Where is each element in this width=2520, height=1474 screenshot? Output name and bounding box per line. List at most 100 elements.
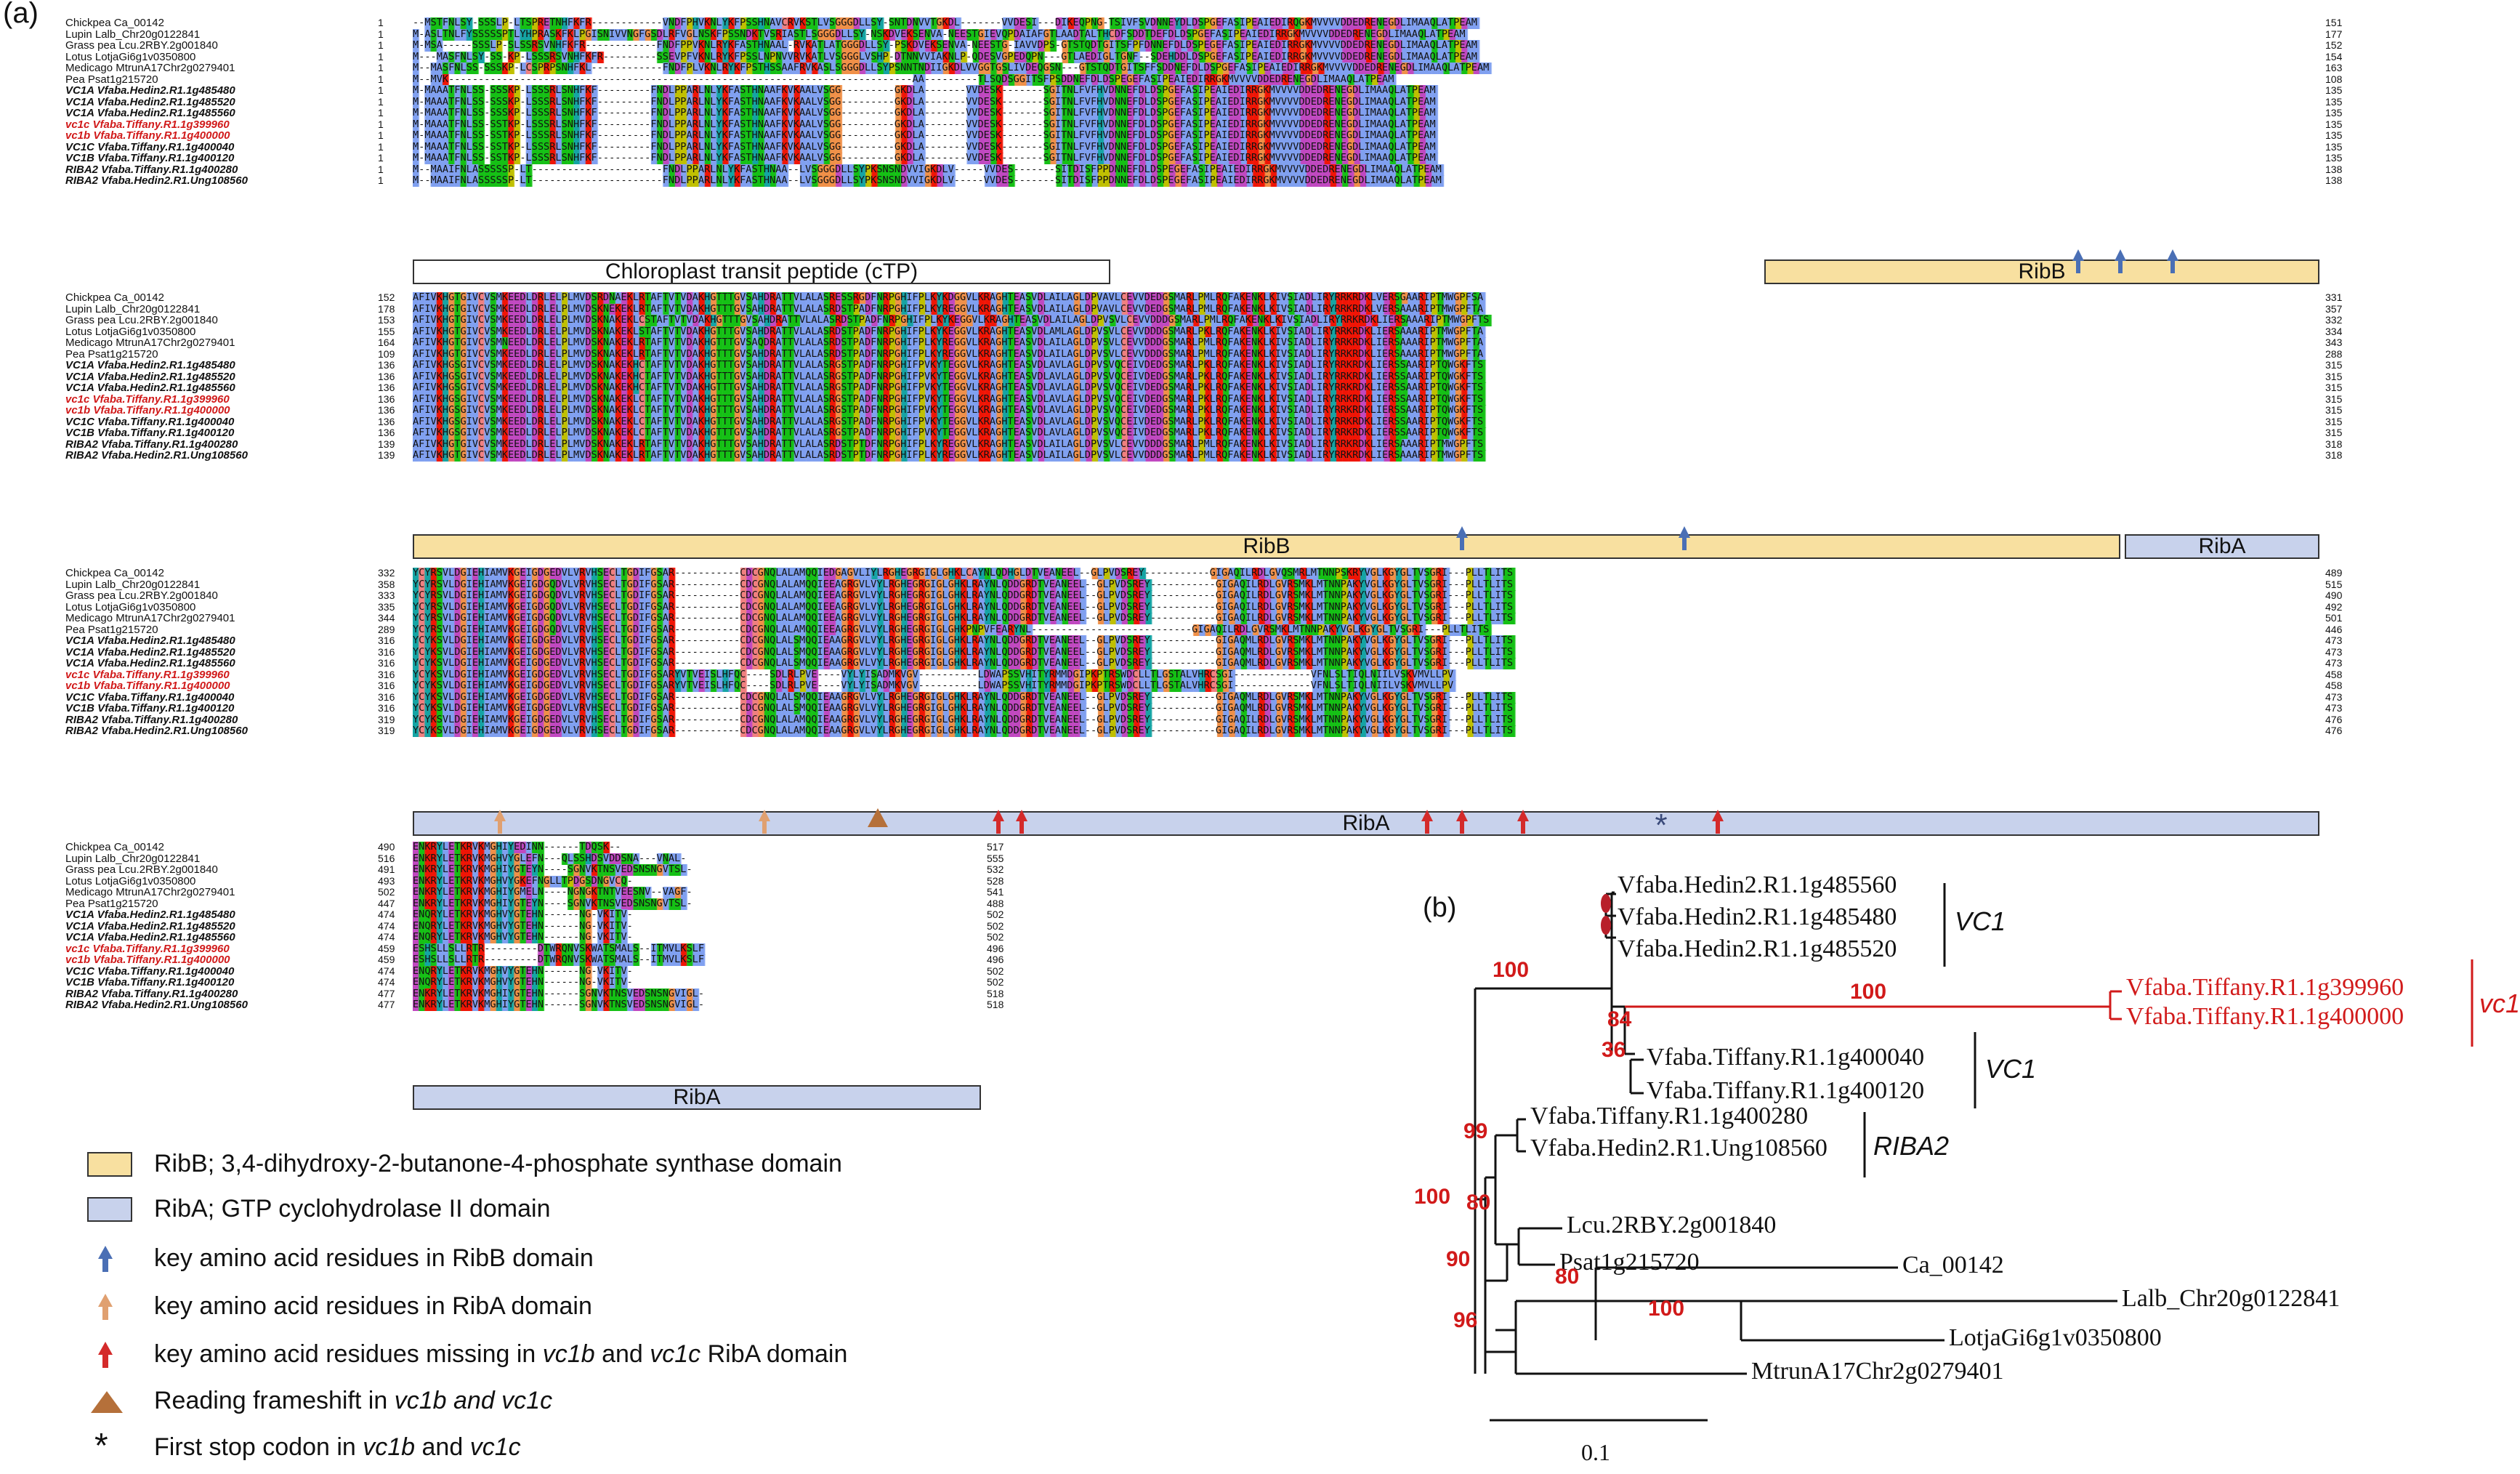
- sequence-text: YCYRSVLDGIEHIAMVKGEIGDGEDVLVRVHSECLTGDIF…: [413, 567, 1514, 579]
- end-position: 515: [2325, 578, 2343, 590]
- residue-colors: [413, 393, 2319, 406]
- sequence-name: VC1B Vfaba.Tiffany.R1.1g400120: [65, 702, 235, 714]
- sequence-name: RIBA2 Vfaba.Hedin2.R1.Ung108560: [65, 725, 248, 737]
- start-position: 490: [378, 841, 395, 853]
- end-position: 135: [2325, 152, 2343, 164]
- sequence-name: VC1A Vfaba.Hedin2.R1.1g485520: [65, 95, 235, 108]
- alignment-row: AFIVKHGTGIVCVSMKEEDLDRLELPLMVDSKNAKEKLRT…: [413, 348, 2319, 361]
- sequence-text: AFIVKHGSGIVCVSMKEEDLDRLELPLMVDSKNAKEKHCT…: [413, 370, 1484, 382]
- end-position: 343: [2325, 337, 2343, 348]
- alignment-row: ENKRYLETKRVKMGHIYEDINN------TDQSK--: [413, 841, 981, 853]
- end-position: 152: [2325, 39, 2343, 51]
- legend-riba-text: RibA; GTP cyclohydrolase II domain: [154, 1195, 551, 1223]
- residue-colors: [413, 613, 2319, 624]
- residue-colors: [413, 28, 2319, 41]
- end-position: 489: [2325, 567, 2343, 579]
- sequence-text: AFIVKHGSGIVCVSMKEEDLDRLELPLMVDSKNAKEKHCT…: [413, 359, 1484, 371]
- start-position: 474: [378, 909, 395, 920]
- sequence-name: vc1b Vfaba.Tiffany.R1.1g400000: [65, 129, 230, 142]
- residue-colors: [413, 73, 2319, 86]
- sequence-name: vc1b Vfaba.Tiffany.R1.1g400000: [65, 954, 230, 966]
- sequence-text: YCYRSVLDGIEHIAMVKGEIGDGQDVLVRVHSECLTGDIF…: [413, 578, 1514, 590]
- ribb-domain-bar-2: RibB: [413, 534, 2120, 559]
- end-position: 502: [987, 964, 1004, 977]
- red-arrow: [1421, 810, 1433, 834]
- residue-colors: [413, 669, 2319, 681]
- residue-colors: [413, 175, 2319, 187]
- sequence-name: Lotus LotjaGi6g1v0350800: [65, 600, 196, 613]
- alignment-row: M-MAAATFNLSS-SSSKP-LSSSRLSNHFKF---------…: [413, 96, 2319, 108]
- bootstrap-value: 100: [1414, 1185, 1451, 1209]
- sequence-name: VC1B Vfaba.Tiffany.R1.1g400120: [65, 152, 235, 164]
- tip-label: Vfaba.Hedin2.R1.1g485560: [1618, 871, 1897, 898]
- sequence-text: ENKRYLETKRVKMGHIYGTEHN------SGNVKTNSVEDS…: [413, 999, 705, 1010]
- start-position: 153: [378, 314, 395, 326]
- sequence-name: Lotus LotjaGi6g1v0350800: [65, 50, 196, 63]
- residue-colors: [413, 303, 2319, 315]
- sequence-text: M-MAAATFNLSS-SSTKP-LSSSRLSNHFKF---------…: [413, 129, 1436, 141]
- sequence-name: vc1b Vfaba.Tiffany.R1.1g400000: [65, 404, 230, 416]
- residue-colors: [413, 315, 2319, 326]
- node-marker: [1601, 894, 1611, 913]
- alignment-row: M--MAAIFNLASSSSSP-LT--------------------…: [413, 174, 2319, 187]
- end-position: 108: [2325, 73, 2343, 85]
- residue-colors: [413, 164, 2319, 176]
- alignment-row: YCYKSVLDGIEHIAMVKGEIGDGEDVLVRVHSECLTGDIF…: [413, 635, 2319, 647]
- end-position: 332: [2325, 314, 2343, 326]
- sequence-name: VC1A Vfaba.Hedin2.R1.1g485520: [65, 370, 235, 383]
- residue-colors: [413, 988, 981, 1000]
- sequence-text: M-MAAATFNLSS-SSTKP-LSSSRLSNHFKF---------…: [413, 152, 1436, 164]
- sequence-text: ENKRYLETKRVKMGHVYGKEFNGLLTPDGSDNGVCQ-: [413, 874, 633, 887]
- tip-label: MtrunA17Chr2g0279401: [1751, 1358, 2004, 1385]
- end-position: 315: [2325, 404, 2343, 416]
- end-position: 496: [987, 942, 1004, 954]
- start-position: 493: [378, 874, 395, 887]
- alignment-row: ENQRYLETKRVKMGHVYGTEHN------NG-VKITV-: [413, 920, 981, 933]
- residue-colors: [413, 405, 2319, 416]
- residue-colors: [413, 646, 2319, 659]
- legend-ribb-text: RibB; 3,4-dihydroxy-2-butanone-4-phospha…: [154, 1150, 842, 1177]
- alignment-row: AFIVKHGTGIVCVSMKEEDLDRLELPLMVDSKNAKEKLCS…: [413, 314, 2319, 326]
- sequence-text: YCYKSVLDGIEHIAMVKGEIGDGEDVLVRVHSECLTGDIF…: [413, 657, 1514, 669]
- residue-colors: [413, 63, 2319, 74]
- tip-label: Vfaba.Tiffany.R1.1g400120: [1647, 1077, 1925, 1104]
- sequence-name: Chickpea Ca_00142: [65, 841, 164, 853]
- blue-arrow: [1679, 526, 1690, 550]
- alignment-row: AFIVKHGTGIVCVSMKEEDLDRLELPLMVDSKNAKEKLRT…: [413, 438, 2319, 451]
- alignment-row: ENKRYLETKRVKMGHIYGTEYN----SGNVKTNSVEDSNS…: [413, 863, 981, 876]
- residue-colors: [413, 371, 2319, 383]
- ctp-domain-bar: Chloroplast transit peptide (cTP): [413, 259, 1110, 284]
- alignment-row: YCYRSVLDGIEHIAMVKGEIGDGQDVLVRVHSECLTGDIF…: [413, 579, 2319, 591]
- sequence-name: VC1A Vfaba.Hedin2.R1.1g485520: [65, 919, 235, 933]
- residue-colors: [413, 999, 981, 1011]
- panel-a-label: (a): [3, 0, 39, 29]
- sequence-text: M-MAAATFNLSS-SSSKP-LSSSRLSNHFKF---------…: [413, 107, 1436, 118]
- alignment-row: M-MAAATFNLSS-SSTKP-LSSSRLSNHFKF---------…: [413, 152, 2319, 164]
- alignment-row: AFIVKHGTGIVCVSMKEEDLDRLELPLMVDSKNAKEKLST…: [413, 326, 2319, 338]
- residue-colors: [413, 292, 2319, 304]
- end-position: 476: [2325, 725, 2343, 736]
- sequence-name: Medicago MtrunA17Chr2g0279401: [65, 337, 235, 349]
- bootstrap-value: 96: [1453, 1308, 1478, 1332]
- clade-label-riba2: RIBA2: [1873, 1131, 1950, 1161]
- start-position: 1: [378, 107, 384, 118]
- start-position: 1: [378, 73, 384, 85]
- end-position: 528: [987, 874, 1004, 887]
- sequence-text: YCYKSVLDGIEHIAMVKGEIGDGEDVLVRVHSECLTGDIF…: [413, 645, 1514, 658]
- node-marker: [1601, 916, 1611, 935]
- sequence-name: vc1b Vfaba.Tiffany.R1.1g400000: [65, 680, 230, 692]
- legend-star-text: First stop codon in vc1b and vc1c: [154, 1433, 521, 1461]
- sequence-text: ENQRYLETKRVKMGHVYGTEHN------NG-VKITV-: [413, 976, 633, 988]
- sequence-text: AFIVKHGTGIVCVSMKEEDLDRLELPLMVDSKNEKEKLRT…: [413, 302, 1484, 315]
- end-position: 473: [2325, 702, 2343, 714]
- start-position: 502: [378, 886, 395, 898]
- sequence-text: M--MAAIFNLASSSSSP-LT--------------------…: [413, 163, 1442, 175]
- residue-colors: [413, 141, 2319, 153]
- start-position: 1: [378, 163, 384, 175]
- tip-label: Vfaba.Hedin2.R1.1g485480: [1618, 903, 1897, 930]
- residue-colors: [413, 635, 2319, 647]
